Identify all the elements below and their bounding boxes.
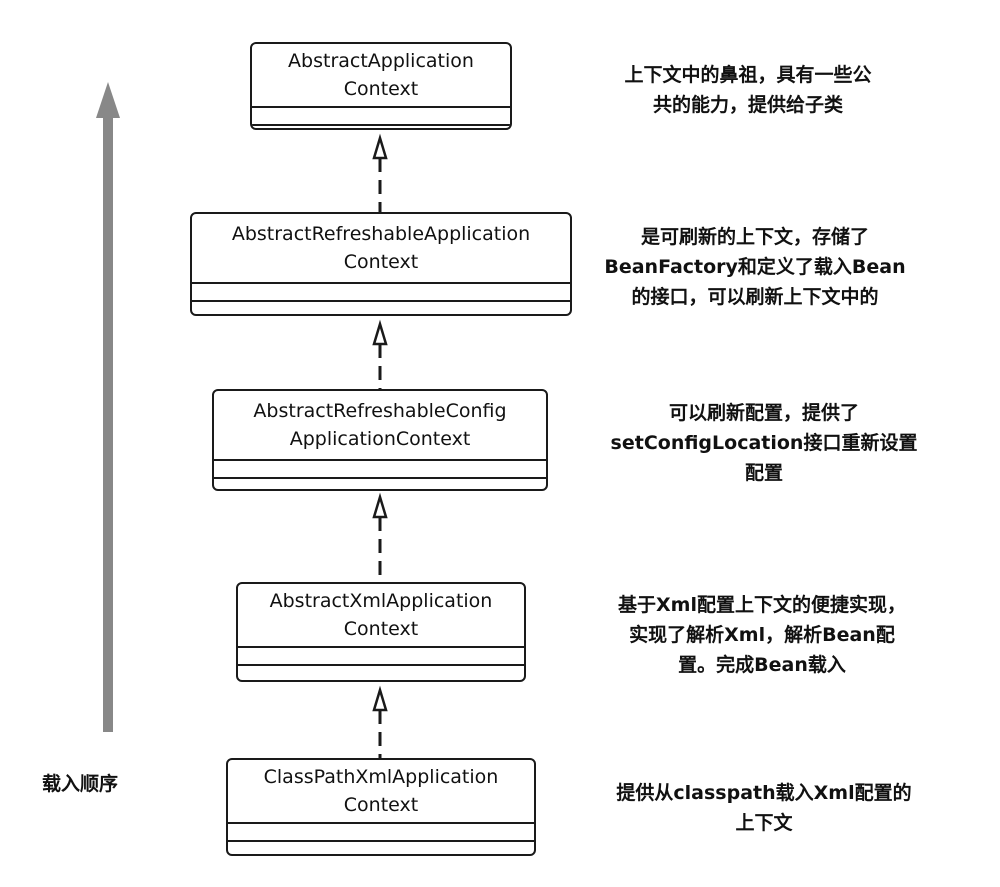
class-name-line2: Context [343,794,419,816]
load-order-label: 载入顺序 [42,773,119,795]
class-name: ClassPathXmlApplication Context [228,760,534,824]
class-abstract-application-context: AbstractApplication Context [250,42,512,130]
class-attributes [192,284,570,302]
description-abstract-refreshable-config-application-context: 可以刷新配置，提供了 setConfigLocation接口重新设置 配置 [594,398,934,488]
class-name-line1: ClassPathXmlApplication [263,766,499,788]
description-abstract-xml-application-context: 基于Xml配置上下文的便捷实现， 实现了解析Xml，解析Bean配 置。完成Be… [592,590,932,680]
class-name: AbstractXmlApplication Context [238,584,524,648]
class-name-line1: AbstractRefreshableConfig [253,400,507,422]
description-line: 配置 [744,462,783,484]
class-abstract-xml-application-context: AbstractXmlApplication Context [236,582,526,682]
connector-3-to-2 [372,492,388,582]
description-line: 置。完成Bean载入 [678,654,846,676]
class-attributes [238,648,524,666]
class-name-line1: AbstractApplication [288,50,474,72]
description-line: 可以刷新配置，提供了 [668,402,859,424]
description-line: setConfigLocation接口重新设置 [610,432,918,454]
connector-2-to-1 [372,319,388,389]
class-name-line1: AbstractXmlApplication [269,590,493,612]
description-line: 上下文 [735,812,793,834]
class-class-path-xml-application-context: ClassPathXmlApplication Context [226,758,536,856]
connector-4-to-3 [372,685,388,758]
description-class-path-xml-application-context: 提供从classpath载入Xml配置的 上下文 [594,778,934,838]
description-line: 的接口，可以刷新上下文中的 [631,286,879,308]
class-name: AbstractRefreshableApplication Context [192,214,570,284]
description-line: 共的能力，提供给子类 [652,94,843,116]
description-line: 提供从classpath载入Xml配置的 [616,782,912,804]
load-order-arrow [96,82,120,732]
description-line: 上下文中的鼻祖，具有一些公 [624,64,872,86]
class-name: AbstractRefreshableConfig ApplicationCon… [214,391,546,461]
class-name-line2: Context [343,78,419,100]
class-name-line2: ApplicationContext [289,428,471,450]
class-name-line2: Context [343,251,419,273]
class-name: AbstractApplication Context [252,44,510,108]
class-attributes [252,108,510,126]
description-line: BeanFactory和定义了载入Bean [604,256,906,278]
class-attributes [228,824,534,842]
class-attributes [214,461,546,479]
class-abstract-refreshable-application-context: AbstractRefreshableApplication Context [190,212,572,316]
description-line: 基于Xml配置上下文的便捷实现， [618,594,906,616]
connector-1-to-0 [372,133,388,212]
description-abstract-application-context: 上下文中的鼻祖，具有一些公 共的能力，提供给子类 [598,60,898,120]
class-abstract-refreshable-config-application-context: AbstractRefreshableConfig ApplicationCon… [212,389,548,491]
description-line: 是可刷新的上下文，存储了 [640,226,869,248]
class-name-line2: Context [343,618,419,640]
description-line: 实现了解析Xml，解析Bean配 [629,624,895,646]
class-name-line1: AbstractRefreshableApplication [231,223,531,245]
description-abstract-refreshable-application-context: 是可刷新的上下文，存储了 BeanFactory和定义了载入Bean 的接口，可… [600,222,910,312]
